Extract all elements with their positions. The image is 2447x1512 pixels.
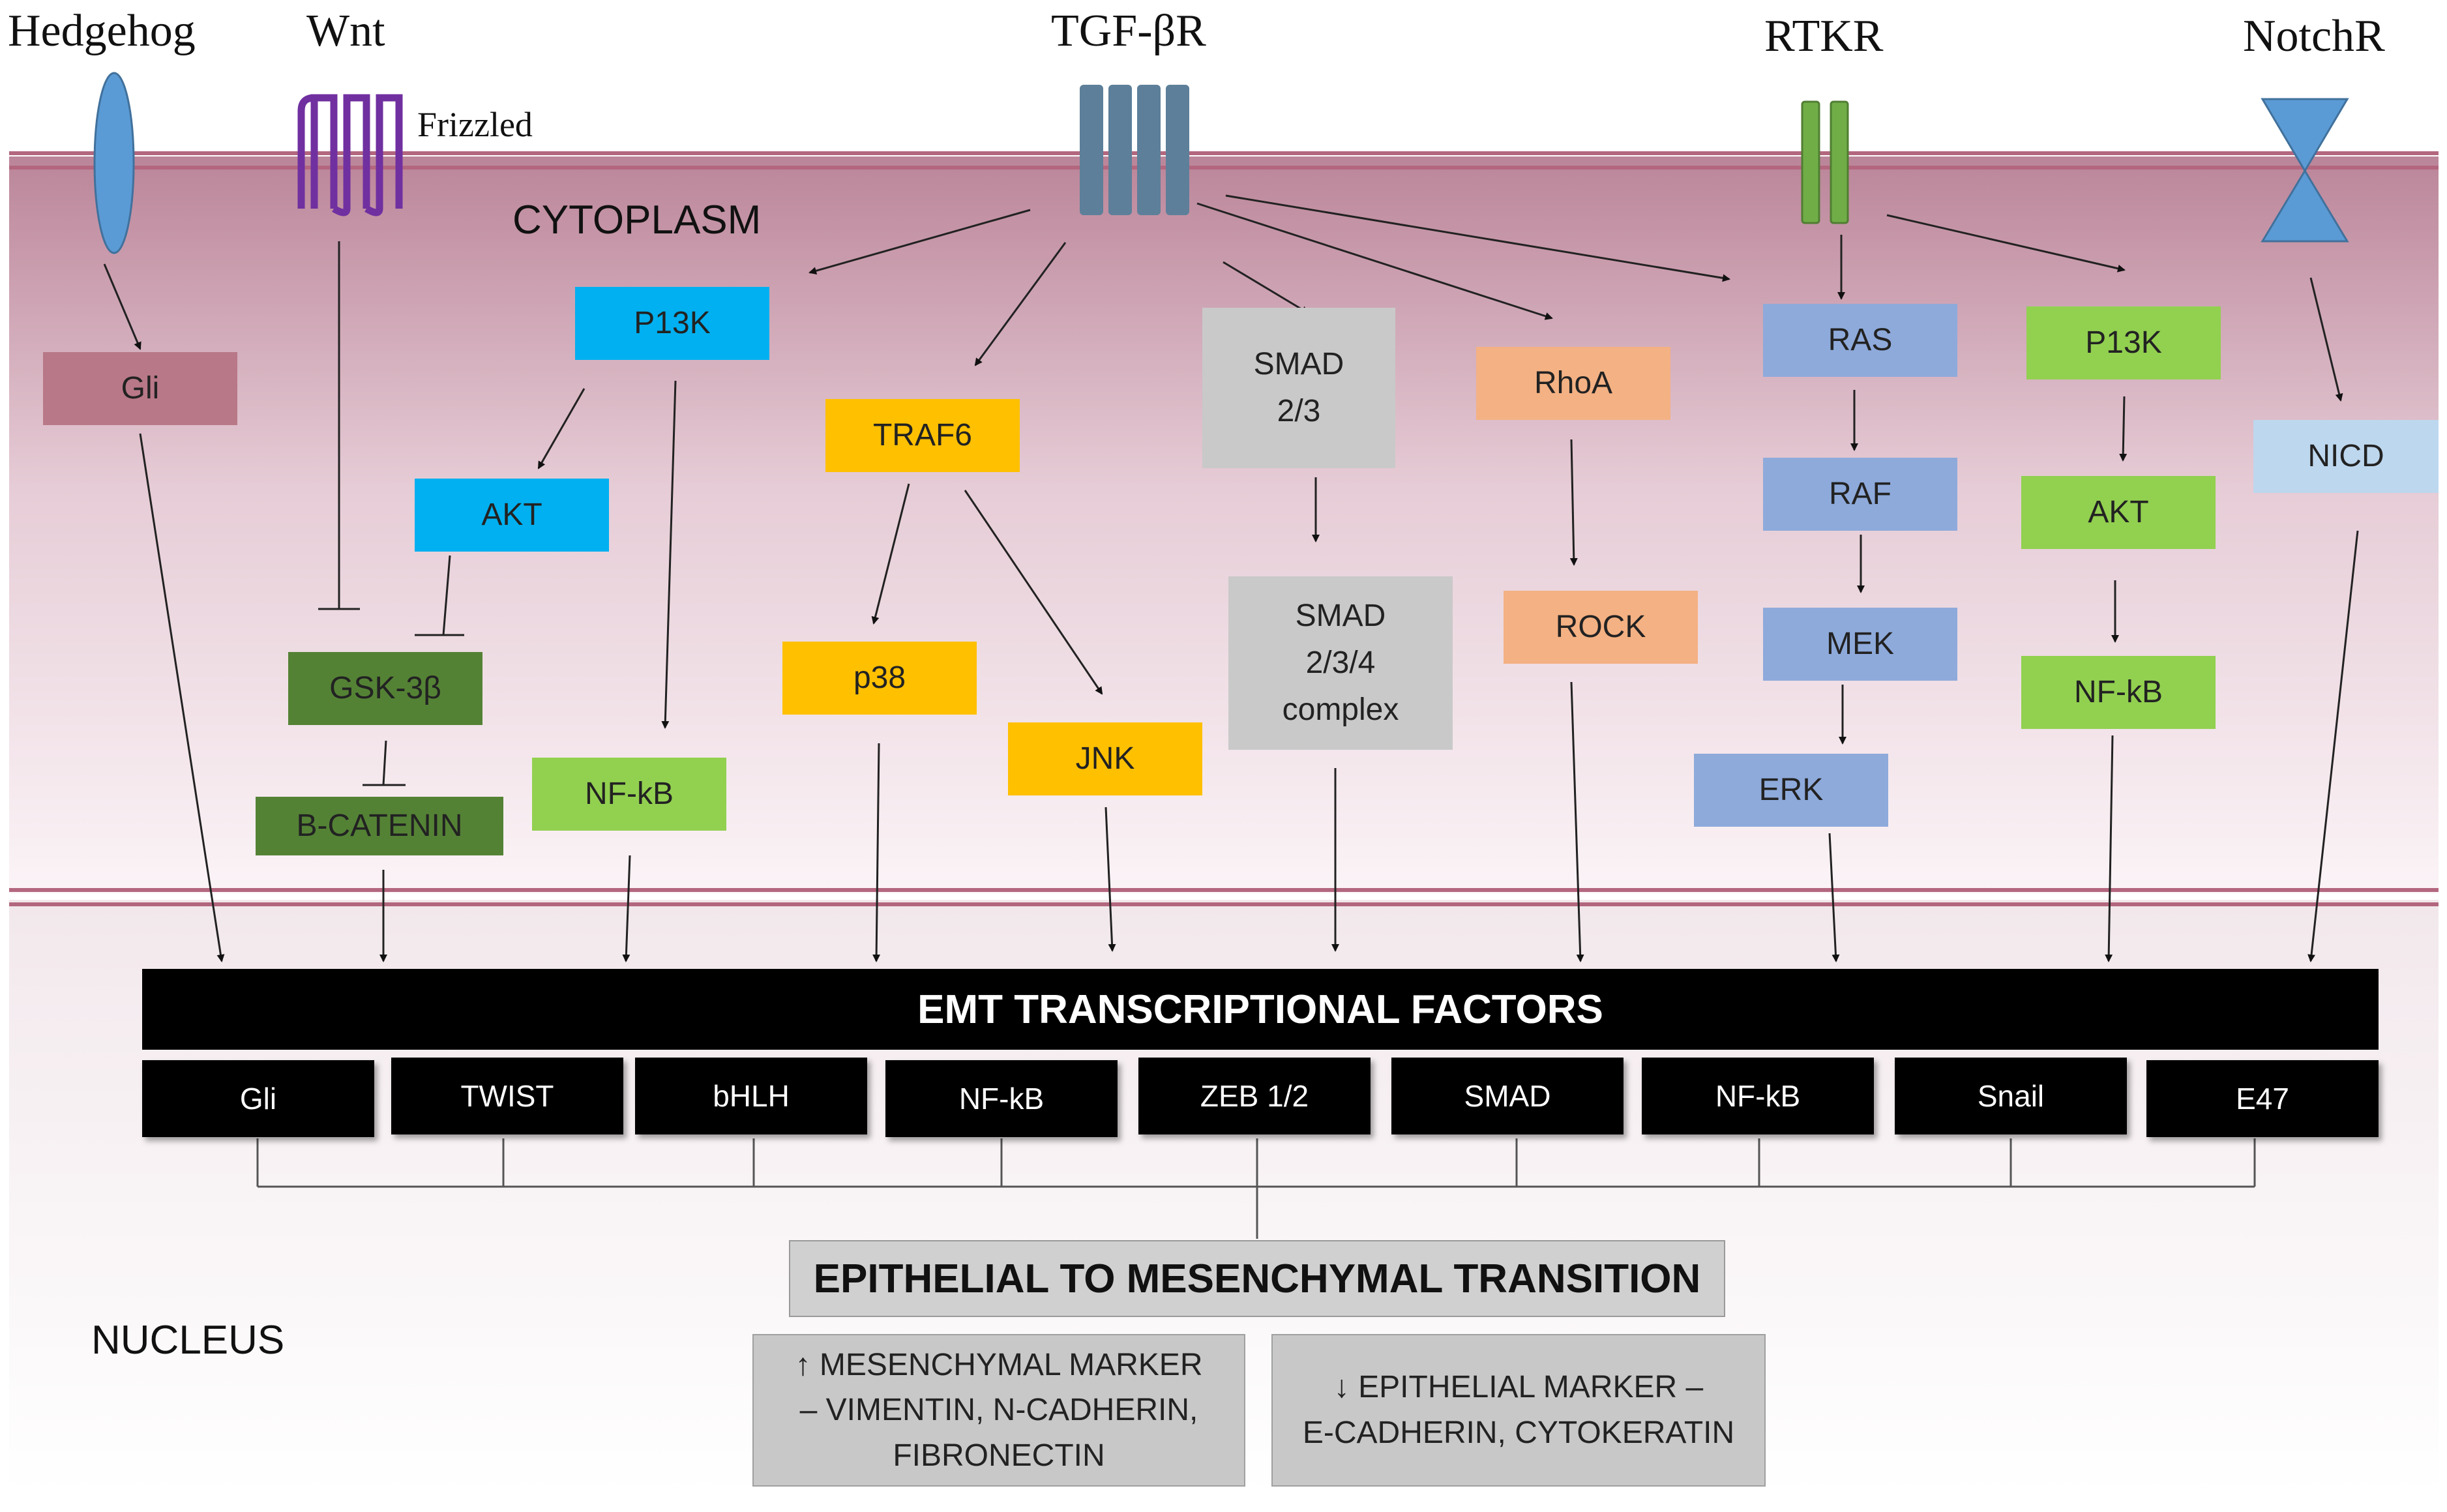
- node-nicd: NICD: [2253, 420, 2439, 493]
- arrow-rhoa-rock: [1569, 439, 1578, 566]
- tf-snail: Snail: [1895, 1058, 2127, 1134]
- node-smad23: SMAD 2/3: [1202, 308, 1395, 468]
- node-traf6: TRAF6: [825, 399, 1020, 472]
- arrow-erk-emt: [1828, 833, 1840, 962]
- node-erk: ERK: [1694, 754, 1888, 827]
- node-ras: RAS: [1763, 304, 1957, 377]
- tgfbr-receptor-icon: [1080, 85, 1189, 215]
- arrow-notch-nicd: [2309, 277, 2343, 402]
- arrow-nfkb-emt: [622, 855, 631, 962]
- node-nfkb-left: NF-kB: [532, 758, 726, 831]
- arrow-traf6-jnk: [964, 490, 1103, 695]
- node-smad234-complex: SMAD 2/3/4 complex: [1228, 576, 1453, 750]
- node-mek: MEK: [1763, 608, 1957, 681]
- tf-connector-bracket: [256, 1138, 2256, 1239]
- arrow-tgfbr-rhoa: [1196, 202, 1553, 320]
- arrow-pi3k-akt: [537, 388, 586, 469]
- node-bcatenin: B-CATENIN: [256, 797, 503, 855]
- node-akt-left: AKT: [415, 479, 609, 552]
- node-gli: Gli: [43, 352, 237, 425]
- arrow-rtkr-pi3k: [1886, 214, 2126, 273]
- frizzled-receptor-icon: [297, 94, 403, 216]
- arrow-nicd-emt: [2307, 530, 2359, 962]
- frizzled-label: Frizzled: [417, 105, 533, 144]
- epithelial-marker-box: ↓ EPITHELIAL MARKER – E-CADHERIN, CYTOKE…: [1271, 1334, 1766, 1487]
- tf-bhlh: bHLH: [635, 1058, 867, 1134]
- arrow-pi3k-akt-right: [2119, 396, 2128, 462]
- arrow-pi3k-nfkb: [661, 380, 677, 729]
- node-pi3k-right: P13K: [2026, 306, 2221, 379]
- inhibit-gsk3b-bcatenin: [382, 740, 387, 786]
- arrow-tgfbr-pi3k: [808, 209, 1031, 275]
- arrow-nfkb-right-emt: [2105, 735, 2114, 962]
- cytoplasm-label: CYTOPLASM: [512, 198, 762, 243]
- nuclear-membrane-line-outer: [9, 888, 2439, 892]
- node-pi3k-left: P13K: [575, 287, 769, 360]
- node-jnk: JNK: [1008, 722, 1202, 795]
- arrow-rock-emt: [1570, 681, 1584, 962]
- arrow-tgfbr-traf6: [974, 242, 1067, 366]
- emt-transcriptional-factors-bar: EMT TRANSCRIPTIONAL FACTORS: [142, 969, 2379, 1050]
- notchr-label: NotchR: [2243, 11, 2385, 61]
- arrow-hedgehog-gli: [103, 263, 141, 350]
- hedgehog-receptor-icon: [93, 72, 135, 254]
- tf-nfkb-2: NF-kB: [1642, 1058, 1874, 1134]
- tf-e47: E47: [2146, 1060, 2379, 1137]
- node-gsk3b: GSK-3β: [288, 652, 482, 725]
- node-rock: ROCK: [1504, 591, 1698, 664]
- tf-twist: TWIST: [391, 1058, 623, 1134]
- hedgehog-label: Hedgehog: [8, 6, 196, 56]
- tf-smad: SMAD: [1391, 1058, 1624, 1134]
- arrow-gli-emt: [139, 433, 225, 962]
- plasma-membrane-line-outer: [9, 151, 2439, 155]
- tf-gli: Gli: [142, 1060, 374, 1137]
- arrow-jnk-emt: [1105, 807, 1116, 952]
- receptor-graphics: [93, 72, 2349, 254]
- tf-zeb: ZEB 1/2: [1138, 1058, 1371, 1134]
- wnt-label: Wnt: [306, 6, 385, 56]
- node-nfkb-right: NF-kB: [2021, 656, 2216, 729]
- mesenchymal-marker-box: ↑ MESENCHYMAL MARKER – VIMENTIN, N-CADHE…: [752, 1334, 1245, 1487]
- node-raf: RAF: [1763, 458, 1957, 531]
- nucleus-label: NUCLEUS: [91, 1318, 285, 1363]
- arrow-p38-emt: [872, 743, 881, 962]
- rtkr-label: RTKR: [1764, 11, 1884, 61]
- node-akt-right: AKT: [2021, 476, 2216, 549]
- arrow-traf6-p38: [871, 483, 910, 625]
- plasma-membrane-line-inner: [9, 166, 2439, 170]
- node-p38: p38: [782, 642, 977, 715]
- emt-outcome-title: EPITHELIAL TO MESENCHYMAL TRANSITION: [789, 1240, 1725, 1317]
- tgfbr-label: TGF-βR: [1051, 6, 1206, 56]
- node-rhoa: RhoA: [1476, 347, 1670, 420]
- rtkr-receptor-icon: [1801, 100, 1849, 224]
- arrow-tgfbr-smad23: [1223, 261, 1309, 314]
- inhibit-akt-gsk3b: [442, 555, 451, 636]
- arrow-tgfbr-rtk: [1225, 194, 1730, 282]
- nuclear-membrane-line-inner: [9, 902, 2439, 906]
- notch-receptor-icon: [2261, 98, 2349, 243]
- tf-nfkb-1: NF-kB: [885, 1060, 1118, 1137]
